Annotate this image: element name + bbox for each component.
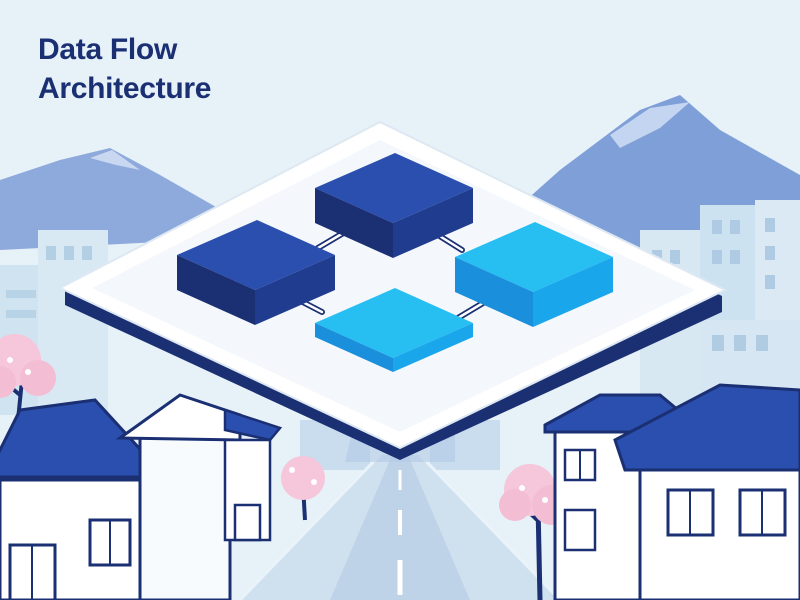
page-title: Data Flow Architecture bbox=[38, 30, 211, 108]
house-left-back bbox=[115, 393, 283, 600]
road bbox=[238, 453, 562, 600]
blossom-tree-right bbox=[499, 464, 572, 600]
dark-block bbox=[177, 220, 335, 325]
isometric-platform bbox=[57, 120, 728, 462]
title-line-2: Architecture bbox=[38, 72, 212, 105]
hanok-right bbox=[543, 383, 800, 600]
hanok-left-front bbox=[0, 398, 152, 600]
dark-block bbox=[315, 153, 473, 258]
title-line-1: Data Flow bbox=[38, 33, 177, 66]
light-block bbox=[455, 222, 613, 327]
blossom-tree-center-left bbox=[281, 456, 325, 521]
light-block bbox=[315, 288, 473, 372]
